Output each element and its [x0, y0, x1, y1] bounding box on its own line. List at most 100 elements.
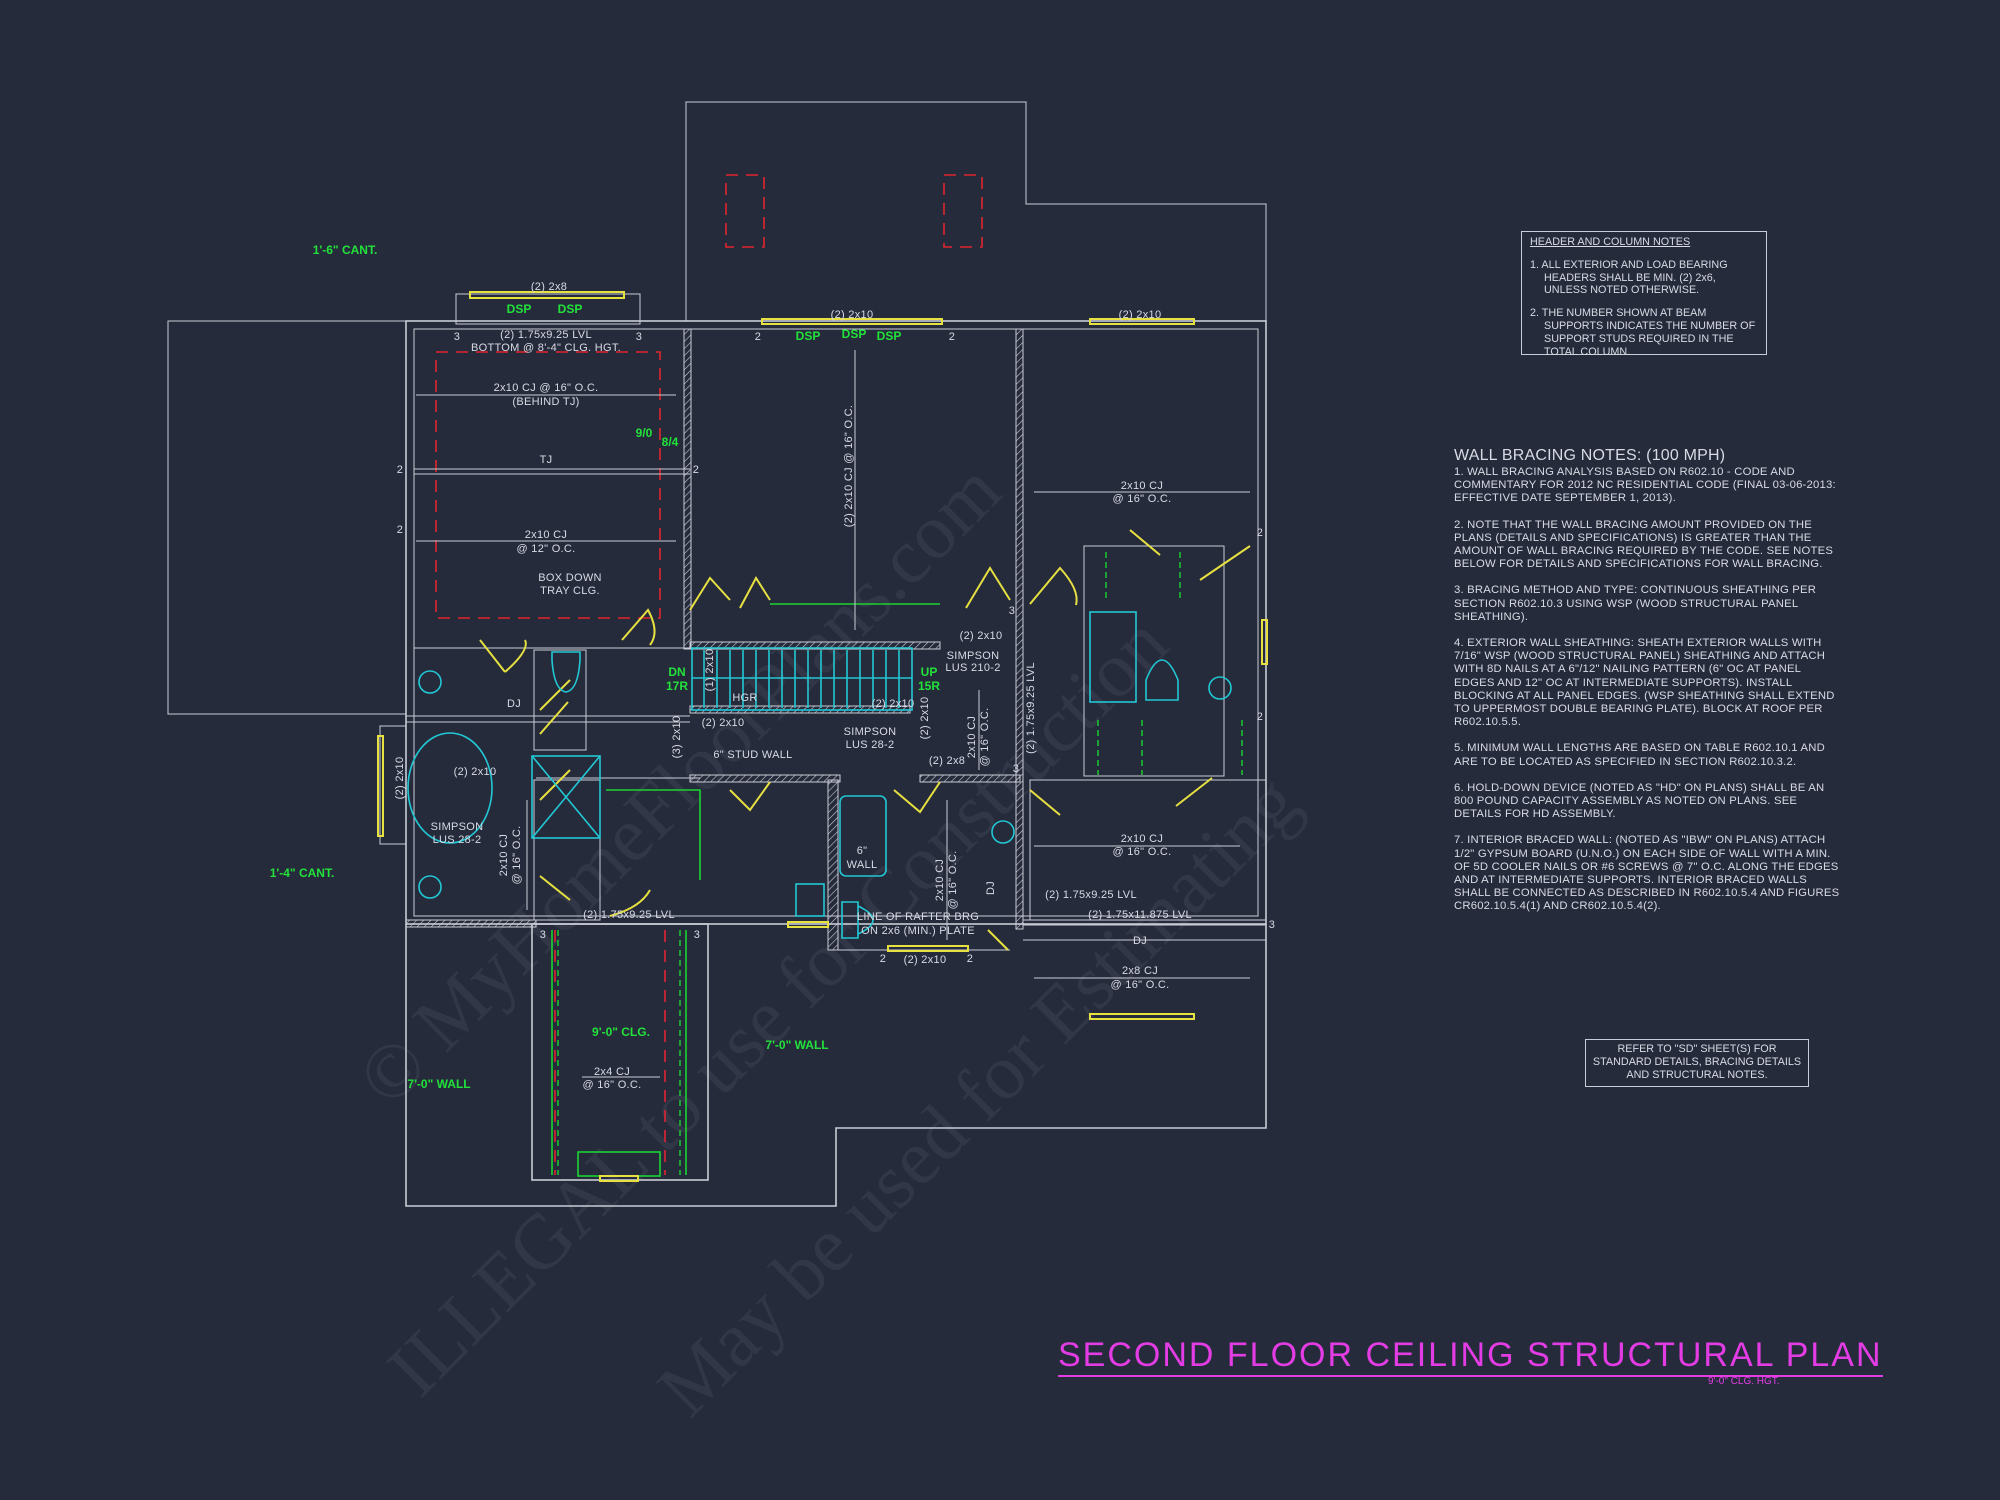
header-label: (2) 2x10 — [904, 954, 947, 966]
hanger-label: LUS 28-2 — [846, 739, 895, 751]
plan-labels: 1'-6" CANT. 1'-4" CANT. (2) 2x8 DSP DSP … — [270, 243, 1275, 1091]
wall-label: 6" STUD WALL — [713, 749, 792, 761]
dsp-label: DSP — [507, 302, 532, 316]
notes-heading: HEADER AND COLUMN NOTES — [1530, 236, 1691, 248]
dsp-label: DSP — [558, 302, 583, 316]
refer-note: REFER TO "SD" SHEET(S) FOR STANDARD DETA… — [1585, 1039, 1809, 1087]
joist-label: @ 16" O.C. — [947, 850, 959, 909]
stud-count: 2 — [967, 953, 973, 965]
note-item: 2. THE NUMBER SHOWN AT BEAM SUPPORTS IND… — [1530, 307, 1756, 358]
beam-label: (2) 2x10 — [960, 630, 1003, 642]
beam-label: (2) 1.75x9.25 LVL — [583, 909, 675, 921]
stud-count: 2 — [755, 331, 761, 343]
attic-access — [725, 174, 765, 248]
stud-count: 3 — [1013, 763, 1019, 775]
stud-count: 3 — [694, 929, 700, 941]
joist-label: 2x10 CJ @ 16" O.C. — [494, 382, 599, 394]
stair — [691, 647, 913, 711]
stair-down-label: 17R — [666, 679, 688, 693]
dsp-label: DSP — [842, 327, 867, 341]
stud-count: 2 — [1257, 711, 1263, 723]
sink-icon — [418, 670, 442, 694]
beam-label: (2) 1.75x9.25 LVL — [500, 329, 592, 341]
ceiling-height-label: 8/4 — [662, 435, 679, 449]
wall-label: WALL — [847, 859, 878, 871]
beam-label: (2) 2x10 — [702, 717, 745, 729]
stud-count: 3 — [454, 331, 460, 343]
ceiling-height-label: 9'-0" CLG. — [592, 1025, 650, 1039]
note-item: 7. INTERIOR BRACED WALL: (NOTED AS "IBW"… — [1454, 834, 1840, 913]
span-arrows — [414, 350, 1266, 1078]
cantilever-label: 1'-4" CANT. — [270, 866, 335, 880]
stud-count: 2 — [1257, 527, 1263, 539]
toilet-icon — [841, 901, 874, 939]
note-item: 2. NOTE THAT THE WALL BRACING AMOUNT PRO… — [1454, 518, 1834, 571]
ceiling-height-label: 9/0 — [636, 426, 653, 440]
beam-label: (2) 2x10 — [919, 697, 931, 740]
garage-roof-outline — [167, 320, 407, 715]
window-headers — [377, 291, 1268, 1182]
fixtures — [407, 611, 1232, 939]
rafter-bearing-label: ON 2x6 (MIN.) PLATE — [861, 925, 975, 937]
beam-label: (2) 1.75x9.25 LVL — [1025, 662, 1037, 754]
wall-height-label: 7'-0" WALL — [765, 1038, 828, 1052]
wall-height-label: 7'-0" WALL — [407, 1077, 470, 1091]
stud-count: 2 — [693, 464, 699, 476]
tray-ceiling-outline — [435, 351, 661, 619]
hanger-label: SIMPSON — [844, 726, 897, 738]
beam-label: DJ — [507, 698, 521, 710]
beam-label: (2) 1.75x11.875 LVL — [1088, 909, 1192, 921]
beam-label: (3) 2x10 — [671, 716, 683, 759]
joist-label: 2x10 CJ — [498, 834, 510, 876]
cantilever-label: 1'-6" CANT. — [313, 243, 378, 257]
hanger-label: LUS 28-2 — [433, 834, 482, 846]
hanger-label: SIMPSON — [431, 821, 484, 833]
stud-count: 3 — [540, 929, 546, 941]
note-item: 1. WALL BRACING ANALYSIS BASED ON R602.1… — [1454, 466, 1836, 505]
joist-label: 2x10 CJ — [934, 859, 946, 901]
joist-label: (2) 2x10 CJ @ 16" O.C. — [843, 405, 855, 528]
toilet-icon — [1145, 659, 1179, 701]
stud-count: 3 — [1009, 605, 1015, 617]
wall-label: 6" — [857, 845, 868, 857]
beam-label: (2) 2x10 — [454, 766, 497, 778]
hanger-label: SIMPSON — [947, 650, 1000, 662]
note-item: 3. BRACING METHOD AND TYPE: CONTINUOUS S… — [1454, 584, 1817, 623]
header-column-notes: HEADER AND COLUMN NOTES 1. ALL EXTERIOR … — [1521, 231, 1767, 358]
joist-label: @ 12" O.C. — [516, 543, 575, 555]
stud-count: 2 — [397, 464, 403, 476]
joist-label: @ 16" O.C. — [1110, 979, 1169, 991]
dsp-label: DSP — [877, 329, 902, 343]
beam-label: TJ — [540, 454, 553, 466]
stair-down-label: DN — [668, 665, 685, 679]
beam-label: DJ — [1133, 935, 1147, 947]
notes-heading: WALL BRACING NOTES: (100 MPH) — [1454, 447, 1726, 464]
dsp-label: DSP — [796, 329, 821, 343]
joist-label: (BEHIND TJ) — [512, 396, 579, 408]
stair-up-label: 15R — [918, 679, 940, 693]
joist-label: 2x10 CJ — [966, 716, 978, 758]
joist-label: 2x8 CJ — [1122, 965, 1158, 977]
joist-label: 2x10 CJ — [1121, 833, 1163, 845]
beam-label: (2) 2x8 — [929, 755, 965, 767]
stud-count: 2 — [949, 331, 955, 343]
note-item: 5. MINIMUM WALL LENGTHS ARE BASED ON TAB… — [1454, 742, 1825, 768]
tub-icon — [407, 732, 493, 844]
sink-icon — [991, 820, 1015, 844]
attic-access — [943, 174, 983, 248]
rafter-bearing-label: LINE OF RAFTER BRG — [857, 911, 979, 923]
hanger-label: LUS 210-2 — [945, 662, 1000, 674]
joist-label: 2x10 CJ — [1121, 480, 1163, 492]
joist-label: @ 16" O.C. — [1112, 846, 1171, 858]
tub-icon — [1089, 611, 1137, 703]
stud-count: 2 — [397, 524, 403, 536]
wall-bracing-notes: WALL BRACING NOTES: (100 MPH) 1. WALL BR… — [1454, 446, 1842, 914]
toilet-icon — [551, 651, 581, 693]
joist-label: 2x4 CJ — [594, 1066, 630, 1078]
hanger-label: HGR — [732, 692, 757, 704]
beam-label: BOTTOM @ 8'-4" CLG. HGT. — [471, 342, 621, 354]
stud-count: 3 — [1269, 919, 1275, 931]
beam-label: (1) 2x10 — [704, 649, 716, 692]
shower-icon — [531, 755, 601, 839]
sheet-title: SECOND FLOOR CEILING STRUCTURAL PLAN — [1058, 1336, 1883, 1377]
